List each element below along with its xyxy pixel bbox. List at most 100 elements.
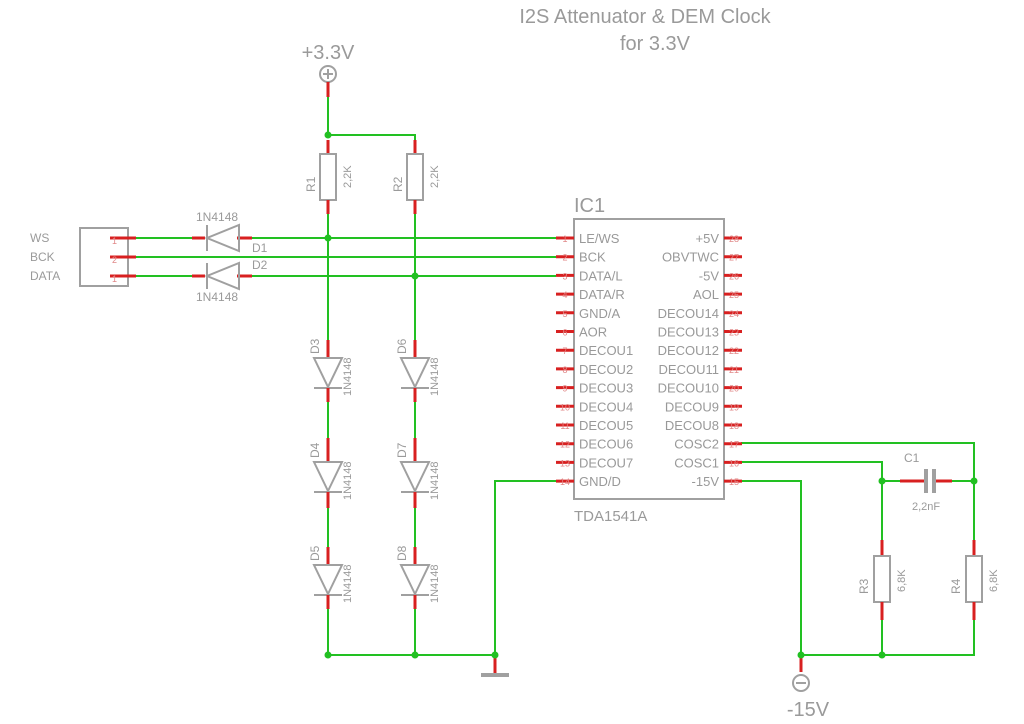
- ic1-pin-label: DATA/R: [579, 287, 625, 302]
- ic1-pin-number: 23: [729, 328, 739, 338]
- ic1-pin-label: DECOU10: [658, 381, 719, 396]
- diode-d4-ref: D4: [308, 442, 322, 458]
- vcc-supply-symbol: [319, 65, 337, 97]
- ic1-pin-number: 3: [562, 271, 567, 281]
- ic1-pin-label: DECOU9: [665, 399, 719, 414]
- ic1-pin-number: 18: [729, 421, 739, 431]
- diode-d2: [192, 261, 252, 291]
- ic1-pin-label: LE/WS: [579, 231, 620, 246]
- ic1-pin-label: DECOU2: [579, 362, 633, 377]
- resistor-r1-ref: R1: [304, 176, 318, 192]
- resistor-r2-ref: R2: [391, 176, 405, 192]
- resistor-r3-value: 6,8K: [896, 569, 908, 592]
- junctions: [324, 131, 978, 659]
- diode-d6-value: 1N4148: [429, 357, 441, 396]
- ic1-pin-label: +5V: [696, 231, 720, 246]
- ic1-pin-number: 12: [560, 440, 570, 450]
- diode-d5-value: 1N4148: [342, 564, 354, 603]
- resistor-r1-value: 2,2K: [342, 165, 354, 188]
- diode-d4: [312, 438, 344, 508]
- ic1-pin-label: DECOU5: [579, 418, 633, 433]
- capacitor-c1-ref: C1: [904, 451, 920, 465]
- vcc-label: +3.3V: [302, 42, 355, 64]
- ic1-ref: IC1: [574, 195, 605, 217]
- net-label-ws: WS: [30, 231, 49, 245]
- ic1-pin-label: AOL: [693, 287, 719, 302]
- ic1-pin-label: BCK: [579, 250, 606, 265]
- diode-d2-ref: D2: [252, 258, 268, 272]
- vee-label: -15V: [787, 699, 830, 721]
- net-label-bck: BCK: [30, 250, 55, 264]
- title-line1: I2S Attenuator & DEM Clock: [519, 6, 771, 28]
- ic1-pin-label: OBVTWC: [662, 250, 719, 265]
- ic1-pin-number: 27: [729, 253, 739, 263]
- ic1-pin-number: 5: [562, 309, 567, 319]
- ic1-pin-number: 26: [729, 271, 739, 281]
- wires: [136, 97, 975, 656]
- ic1-pins: LE/WS1BCK2DATA/L3DATA/R4GND/A5AOR6DECOU1…: [556, 231, 742, 489]
- ic1-pin-number: 17: [729, 440, 739, 450]
- diode-d1: [192, 223, 252, 253]
- ic1-pin-label: DECOU1: [579, 343, 633, 358]
- resistor-r2: [406, 140, 424, 214]
- ic1-pin-number: 13: [560, 458, 570, 468]
- connector-pin-no: 1: [112, 274, 117, 284]
- ic1-pin-number: 16: [729, 458, 739, 468]
- diode-d6-ref: D6: [395, 338, 409, 354]
- ic1-pin-label: DECOU11: [659, 362, 719, 377]
- ic1-pin-number: 2: [562, 253, 567, 263]
- ic1-pin-number: 7: [562, 346, 567, 356]
- ic1: LE/WS1BCK2DATA/L3DATA/R4GND/A5AOR6DECOU1…: [556, 218, 742, 500]
- ic1-pin-number: 11: [560, 421, 569, 431]
- diode-d7-ref: D7: [395, 442, 409, 458]
- diode-d3-ref: D3: [308, 338, 322, 354]
- ic1-pin-number: 8: [562, 365, 567, 375]
- ic1-pin-label: DECOU8: [665, 418, 719, 433]
- ic1-pin-label: -5V: [699, 268, 720, 283]
- diode-d7: [399, 438, 431, 508]
- ic1-pin-number: 19: [729, 402, 739, 412]
- ic1-pin-number: 28: [729, 234, 739, 244]
- resistor-r4-ref: R4: [949, 578, 963, 594]
- ic1-pin-label: DECOU4: [579, 399, 633, 414]
- net-label-data: DATA: [30, 269, 60, 283]
- ic1-value: TDA1541A: [574, 508, 647, 525]
- ic1-pin-number: 6: [562, 328, 567, 338]
- ic1-pin-label: DECOU3: [579, 381, 633, 396]
- ic1-pin-label: DATA/L: [579, 268, 623, 283]
- diode-d4-value: 1N4148: [342, 461, 354, 500]
- ic1-pin-label: GND/D: [579, 474, 621, 489]
- ic1-pin-number: 21: [729, 365, 739, 375]
- diode-d8-ref: D8: [395, 545, 409, 561]
- resistor-r2-value: 2,2K: [429, 165, 441, 188]
- connector-pin-no: 1: [112, 236, 117, 246]
- diode-d3-value: 1N4148: [342, 357, 354, 396]
- resistor-r4: [965, 540, 983, 620]
- ic1-pin-number: 10: [560, 402, 570, 412]
- connector-pin-no: 2: [112, 255, 117, 265]
- ic1-pin-label: DECOU6: [579, 437, 633, 452]
- resistor-r4-value: 6,8K: [988, 569, 1000, 592]
- diode-d7-value: 1N4148: [429, 461, 441, 500]
- diode-d8: [399, 547, 431, 609]
- ic1-pin-label: AOR: [579, 325, 607, 340]
- diode-d5-ref: D5: [308, 545, 322, 561]
- connector: 1 2 1: [79, 227, 136, 287]
- ic1-pin-label: GND/A: [579, 306, 621, 321]
- diode-d1-value: 1N4148: [196, 210, 238, 224]
- ic1-pin-label: DECOU14: [658, 306, 719, 321]
- ic1-pin-number: 20: [729, 384, 739, 394]
- resistor-r3: [873, 540, 891, 620]
- resistor-r3-ref: R3: [857, 578, 871, 594]
- ic1-pin-number: 1: [562, 234, 567, 244]
- capacitor-c1-value: 2,2nF: [912, 501, 940, 513]
- resistor-r1: [319, 140, 337, 214]
- ic1-pin-number: 14: [560, 477, 570, 487]
- ic1-pin-label: DECOU13: [658, 325, 719, 340]
- ic1-pin-number: 15: [729, 477, 739, 487]
- ic1-pin-label: COSC1: [674, 455, 719, 470]
- ic1-pin-number: 4: [562, 290, 567, 300]
- ic1-pin-number: 9: [562, 384, 567, 394]
- diode-d5: [312, 547, 344, 609]
